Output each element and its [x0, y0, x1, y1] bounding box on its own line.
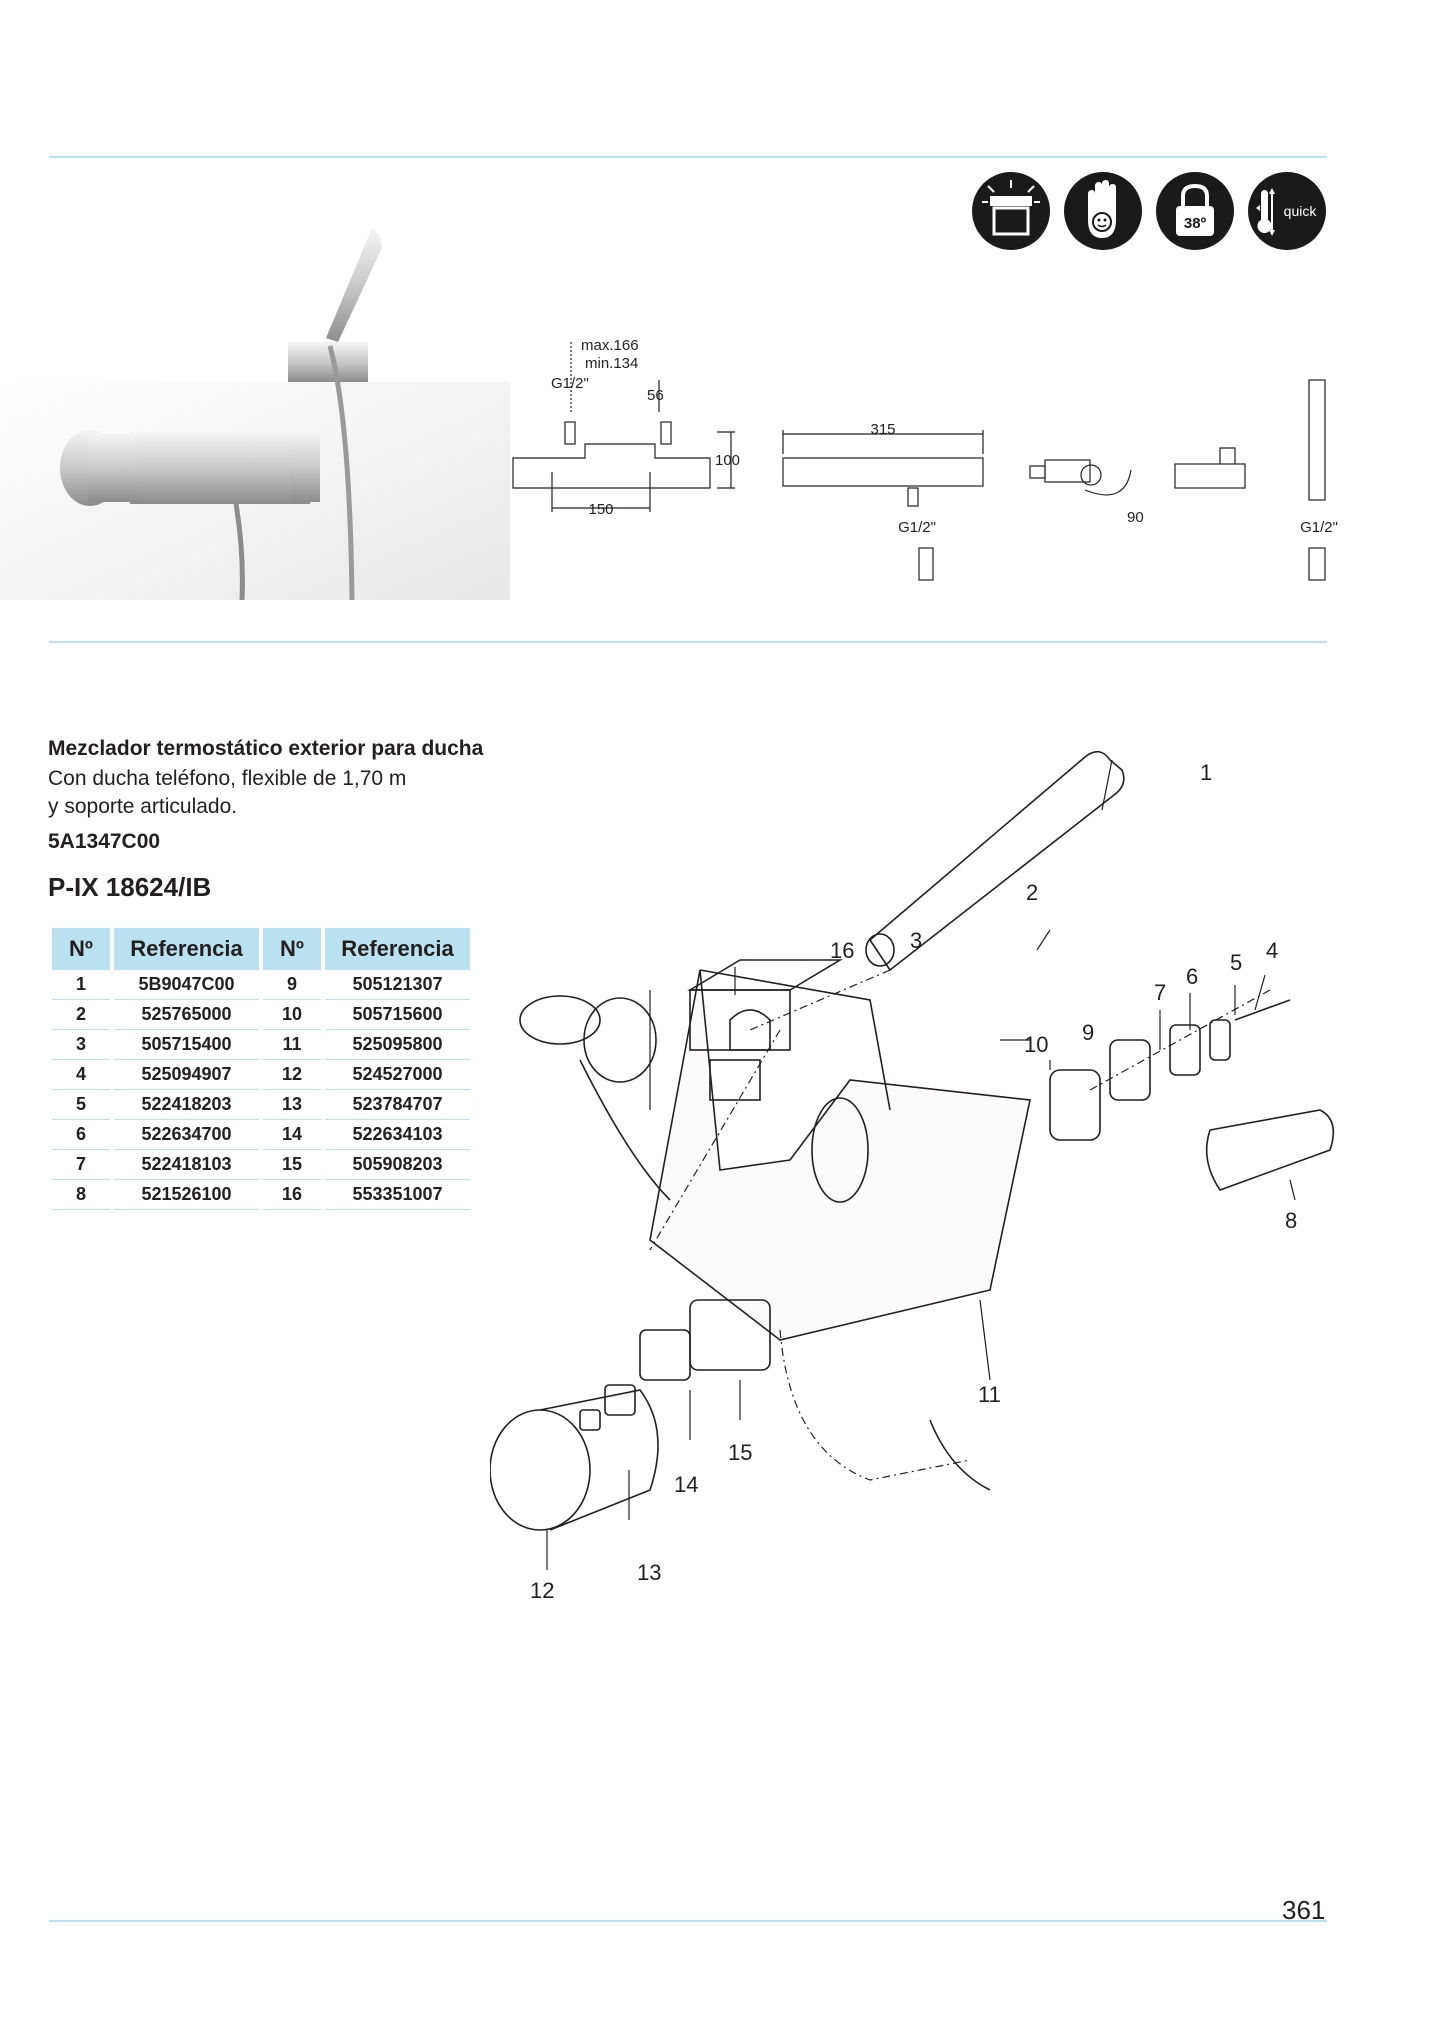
cell: 522634103 [325, 1120, 470, 1150]
cell: 1 [52, 970, 110, 1000]
cell: 11 [263, 1030, 321, 1060]
dim-max: max.166 [581, 337, 639, 354]
header-no: Nº [263, 928, 321, 970]
callout-7: 7 [1154, 980, 1166, 1005]
cell: 14 [263, 1120, 321, 1150]
callout-10: 10 [1024, 1032, 1048, 1057]
cell: 522418203 [114, 1090, 259, 1120]
callout-14: 14 [674, 1472, 698, 1497]
exploded-view-diagram: 1 2 3 4 5 6 7 8 9 10 11 12 13 14 15 16 [490, 750, 1335, 1603]
cell: 505715600 [325, 1000, 470, 1030]
callout-8: 8 [1285, 1208, 1297, 1233]
bottom-rule [49, 1920, 1327, 1922]
cell: 525765000 [114, 1000, 259, 1030]
feature-icons: 38º quick [972, 172, 1326, 250]
cold-touch-hand-icon [1064, 172, 1142, 250]
cell: 505121307 [325, 970, 470, 1000]
dim-min: min.134 [585, 355, 638, 372]
callout-13: 13 [637, 1560, 661, 1585]
cell: 3 [52, 1030, 110, 1060]
cell: 505908203 [325, 1150, 470, 1180]
callout-3: 3 [910, 928, 922, 953]
dimension-drawings: max.166 min.134 G1/2" 56 100 150 315 G1/… [512, 337, 1338, 581]
cell: 10 [263, 1000, 321, 1030]
header-ref: Referencia [114, 928, 259, 970]
cell: 12 [263, 1060, 321, 1090]
dim-thread-left: G1/2" [551, 375, 589, 392]
dim-thread-right: G1/2" [1300, 519, 1338, 536]
cell: 2 [52, 1000, 110, 1030]
safety-lock-38-icon: 38º [1156, 172, 1234, 250]
callout-12: 12 [530, 1578, 554, 1603]
cell: 6 [52, 1120, 110, 1150]
cell: 8 [52, 1180, 110, 1210]
product-code: 5A1347C00 [48, 830, 161, 853]
product-title: Mezclador termostático exterior para duc… [48, 737, 484, 760]
lock-temp-label: 38º [1184, 215, 1207, 232]
cell: 505715400 [114, 1030, 259, 1060]
cell: 525094907 [114, 1060, 259, 1090]
middle-rule [49, 641, 1327, 643]
cell: 16 [263, 1180, 321, 1210]
dim-angle: 90 [1127, 509, 1144, 526]
cell: 553351007 [325, 1180, 470, 1210]
dim-height: 100 [715, 452, 740, 469]
header-no: Nº [52, 928, 110, 970]
cell: 5B9047C00 [114, 970, 259, 1000]
cell: 522634700 [114, 1120, 259, 1150]
cell: 15 [263, 1150, 321, 1180]
callout-11: 11 [978, 1382, 1001, 1407]
callout-16: 16 [830, 938, 854, 963]
cell: 525095800 [325, 1030, 470, 1060]
cell: 9 [263, 970, 321, 1000]
dim-315: 315 [870, 421, 895, 438]
cell: 521526100 [114, 1180, 259, 1210]
dim-150: 150 [588, 501, 613, 518]
cell: 524527000 [325, 1060, 470, 1090]
table-header-row: Nº Referencia Nº Referencia [52, 928, 470, 970]
quick-thermometer-icon: quick [1248, 172, 1326, 250]
cell: 5 [52, 1090, 110, 1120]
cell: 4 [52, 1060, 110, 1090]
product-desc-line1: Con ducha teléfono, flexible de 1,70 m [48, 767, 407, 790]
cell: 13 [263, 1090, 321, 1120]
top-rule [49, 156, 1327, 158]
quick-label: quick [1284, 203, 1318, 219]
callout-1: 1 [1200, 760, 1212, 785]
header-ref: Referencia [325, 928, 470, 970]
cell: 522418103 [114, 1150, 259, 1180]
page-number: 361 [1282, 1895, 1326, 1925]
product-desc-line2: y soporte articulado. [48, 795, 238, 818]
eco-click-icon [972, 172, 1050, 250]
callout-6: 6 [1186, 964, 1198, 989]
callout-2: 2 [1026, 880, 1038, 905]
callout-4: 4 [1266, 938, 1278, 963]
cell: 523784707 [325, 1090, 470, 1120]
dim-56: 56 [647, 387, 664, 404]
cell: 7 [52, 1150, 110, 1180]
callout-9: 9 [1082, 1020, 1094, 1045]
product-photo [0, 228, 510, 600]
callout-15: 15 [728, 1440, 752, 1465]
product-model: P-IX 18624/IB [48, 872, 212, 902]
callout-5: 5 [1230, 950, 1242, 975]
dim-thread-bottom: G1/2" [898, 519, 936, 536]
